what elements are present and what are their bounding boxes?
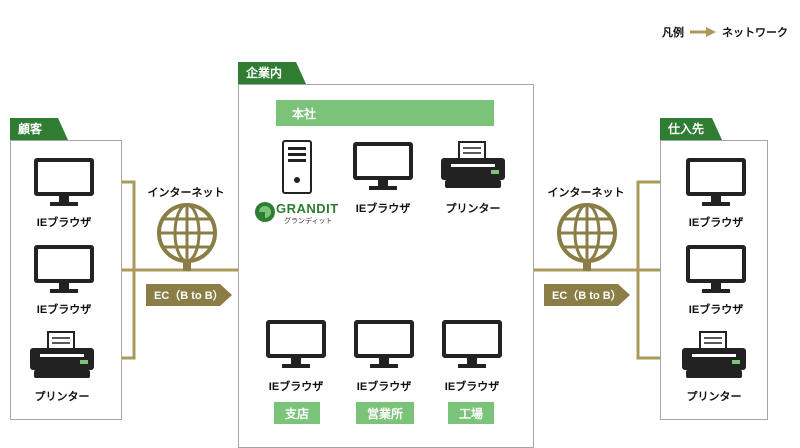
grandit-logo-sub: グランディット: [284, 218, 333, 225]
monitor-icon: [34, 245, 94, 293]
ec-left-arrow: EC（B to B）: [146, 284, 232, 306]
customer-item-3: プリンター: [34, 391, 90, 403]
globe-icon: [157, 203, 217, 271]
ec-right-label: EC（B to B）: [552, 290, 622, 302]
supplier-item-1: IEブラウザ: [688, 217, 744, 229]
ec-left-label: EC（B to B）: [154, 290, 224, 302]
internet-left-label: インターネット: [147, 187, 225, 199]
branch-item-2: IEブラウザ: [356, 381, 412, 393]
legend: 凡例 ネットワーク: [662, 24, 788, 40]
customer-tab: 顧客: [10, 118, 68, 140]
customer-item-1: IEブラウザ: [36, 217, 92, 229]
monitor-icon: [442, 320, 502, 368]
printer-icon: [441, 141, 505, 188]
branch-item-3: IEブラウザ: [444, 381, 500, 393]
monitor-icon: [353, 142, 413, 190]
head-office-bar: 本社: [276, 100, 494, 126]
branch-label-3: 工場: [448, 402, 494, 424]
monitor-icon: [686, 158, 746, 206]
monitor-icon: [686, 245, 746, 293]
grandit-mark-icon: [255, 202, 275, 222]
supplier-item-3: プリンター: [686, 391, 742, 403]
monitor-icon: [354, 320, 414, 368]
head-office-label: 本社: [292, 106, 317, 121]
arrow-icon: [690, 27, 716, 37]
globe-icon: [557, 203, 617, 271]
monitor-icon: [266, 320, 326, 368]
grandit-logo-text: GRANDIT: [276, 201, 339, 216]
server-icon: [282, 140, 312, 194]
branch-label-2: 営業所: [356, 402, 414, 424]
head-item-browser: IEブラウザ: [355, 203, 411, 215]
printer-icon: [30, 331, 94, 378]
printer-icon: [682, 331, 746, 378]
branch-item-1: IEブラウザ: [268, 381, 324, 393]
internet-right-label: インターネット: [547, 187, 625, 199]
legend-title: 凡例: [662, 27, 684, 39]
monitor-icon: [34, 158, 94, 206]
grandit-logo: GRANDIT グランディット: [254, 199, 342, 227]
enterprise-tab: 企業内: [238, 62, 306, 84]
supplier-tab: 仕入先: [660, 118, 722, 140]
supplier-item-2: IEブラウザ: [688, 304, 744, 316]
ec-right-arrow: EC（B to B）: [544, 284, 630, 306]
legend-item: ネットワーク: [722, 27, 788, 39]
head-item-printer: プリンター: [445, 203, 501, 215]
branch-label-1: 支店: [274, 402, 320, 424]
customer-item-2: IEブラウザ: [36, 304, 92, 316]
